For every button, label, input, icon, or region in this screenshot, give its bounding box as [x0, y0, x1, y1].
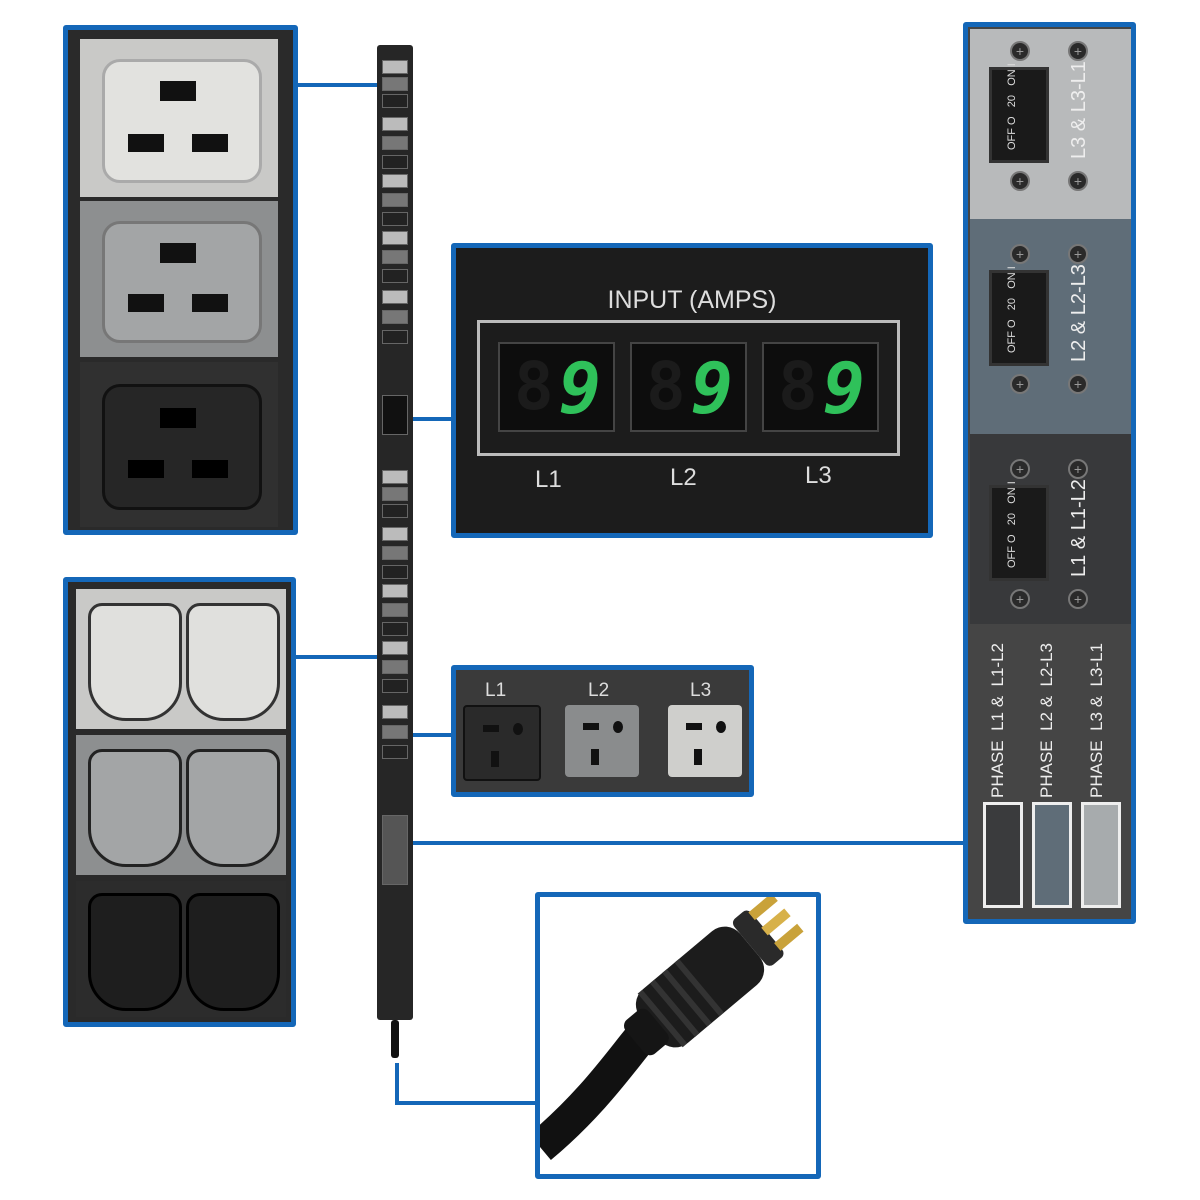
- screw-icon: +: [1068, 41, 1088, 61]
- pdu-outlet: [382, 155, 408, 169]
- callout-line-receptacles: [410, 733, 454, 737]
- pdu-outlet: [382, 565, 408, 579]
- callout-line-plug-v: [395, 1063, 399, 1105]
- c19-outlet-dark: [80, 362, 278, 527]
- screw-icon: +: [1010, 41, 1030, 61]
- display-title: INPUT (AMPS): [607, 286, 777, 314]
- circuit-breaker-switch[interactable]: OFF O 20 ON I: [989, 481, 1049, 581]
- breaker-panel: [963, 22, 1136, 924]
- display-frame: [477, 320, 900, 456]
- pdu-outlet: [382, 290, 408, 304]
- pdu-outlet: [382, 174, 408, 188]
- pdu-outlet: [382, 310, 408, 324]
- circuit-breaker-switch[interactable]: OFF O 20 ON I: [989, 63, 1049, 163]
- c13-row-gray: [76, 735, 286, 875]
- twist-lock-plug-image: [540, 897, 804, 1161]
- breaker-label: L3 & L3-L1: [1068, 61, 1090, 159]
- c13-outlets-panel: [63, 577, 296, 1027]
- pdu-outlet: [382, 745, 408, 759]
- phase-label-l2: L2: [670, 464, 697, 491]
- callout-line-display: [410, 417, 454, 421]
- phase-legend-l1: PHASE L1 & L1-L2: [988, 643, 1007, 798]
- pdu-outlet: [382, 193, 408, 207]
- receptacle-l3: [668, 705, 742, 777]
- pdu-outlet: [382, 250, 408, 264]
- pdu-outlet: [382, 705, 408, 719]
- circuit-breaker-switch[interactable]: OFF O 20 ON I: [989, 266, 1049, 366]
- phase-legend-l3: PHASE L3 & L3-L1: [1087, 643, 1106, 798]
- callout-line-breakers: [413, 841, 965, 845]
- pdu-outlet: [382, 487, 408, 501]
- screw-icon: +: [1068, 374, 1088, 394]
- pdu-outlet: [382, 725, 408, 739]
- pdu-outlet: [382, 527, 408, 541]
- receptacle-label-l2: L2: [588, 680, 610, 701]
- c13-row-light: [76, 589, 286, 729]
- screw-icon: +: [1068, 459, 1088, 479]
- callout-line-c13: [295, 655, 387, 659]
- pdu-outlet: [382, 330, 408, 344]
- pdu-outlet: [382, 622, 408, 636]
- pdu-outlet: [382, 603, 408, 617]
- screw-icon: +: [1010, 244, 1030, 264]
- pdu-outlet: [382, 117, 408, 131]
- screw-icon: +: [1068, 171, 1088, 191]
- phase-swatch-l3: [1081, 802, 1121, 908]
- phase-legend-l2: PHASE L2 & L2-L3: [1037, 643, 1056, 798]
- pdu-outlet: [382, 584, 408, 598]
- receptacle-label-l1: L1: [485, 680, 507, 701]
- pdu-outlet: [382, 231, 408, 245]
- c19-outlet-gray: [80, 201, 278, 357]
- pdu-outlet: [382, 660, 408, 674]
- c19-outlets-panel: [63, 25, 298, 535]
- breaker-label: L2 & L2-L3: [1068, 264, 1090, 362]
- pdu-outlet: [382, 470, 408, 484]
- phase-swatch-l2: [1032, 802, 1072, 908]
- pdu-outlet: [382, 679, 408, 693]
- pdu-breakers: [382, 815, 408, 885]
- phase-swatch-l1: [983, 802, 1023, 908]
- pdu-strip: [377, 45, 413, 1020]
- pdu-power-cord: [391, 1020, 399, 1058]
- pdu-outlet: [382, 212, 408, 226]
- screw-icon: +: [1010, 171, 1030, 191]
- pdu-outlet: [382, 546, 408, 560]
- callout-line-c19: [297, 83, 387, 87]
- screw-icon: +: [1010, 374, 1030, 394]
- twist-lock-plug-panel: [535, 892, 821, 1179]
- screw-icon: +: [1068, 244, 1088, 264]
- amp-reading-l2: 9: [690, 348, 733, 430]
- phase-label-l1: L1: [535, 466, 562, 493]
- screw-icon: +: [1068, 589, 1088, 609]
- pdu-outlet: [382, 641, 408, 655]
- c19-outlet-light: [80, 39, 278, 197]
- callout-line-plug-h: [395, 1101, 537, 1105]
- c13-row-dark: [76, 881, 286, 1017]
- pdu-outlet: [382, 504, 408, 518]
- screw-icon: +: [1010, 459, 1030, 479]
- pdu-outlet: [382, 94, 408, 108]
- screw-icon: +: [1010, 589, 1030, 609]
- pdu-amp-display: [382, 395, 408, 435]
- pdu-outlet: [382, 77, 408, 91]
- receptacle-l1: [463, 705, 541, 781]
- receptacle-l2: [565, 705, 639, 777]
- pdu-outlet: [382, 60, 408, 74]
- amp-reading-l3: 9: [822, 348, 865, 430]
- phase-label-l3: L3: [805, 462, 832, 489]
- breaker-label: L1 & L1-L2: [1068, 479, 1090, 577]
- receptacle-label-l3: L3: [690, 680, 712, 701]
- pdu-outlet: [382, 136, 408, 150]
- pdu-outlet: [382, 269, 408, 283]
- amp-reading-l1: 9: [558, 348, 601, 430]
